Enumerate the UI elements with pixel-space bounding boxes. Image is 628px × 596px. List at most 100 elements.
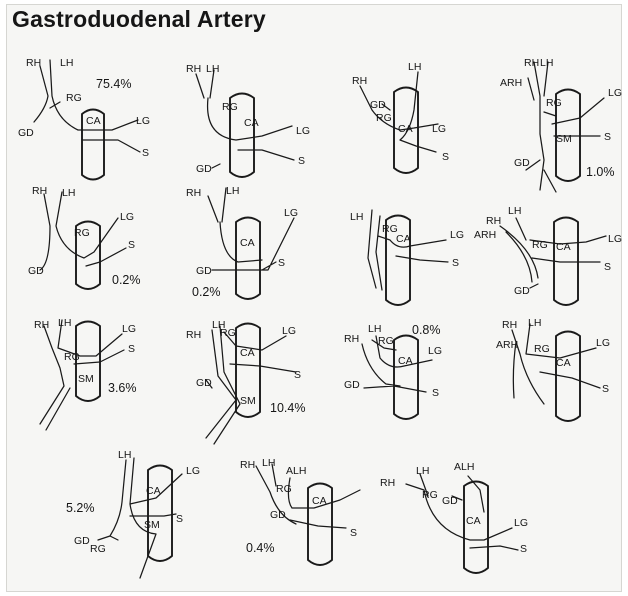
- label: S: [176, 513, 183, 525]
- label: RH: [32, 185, 47, 197]
- label: S: [128, 343, 135, 355]
- label: RG: [546, 97, 562, 109]
- label: GD: [196, 163, 212, 175]
- label: GD: [514, 285, 530, 297]
- label: RH: [186, 63, 201, 75]
- percent: 0.2%: [112, 273, 141, 287]
- label: RH: [240, 459, 255, 471]
- label: GD: [18, 127, 34, 139]
- percent: 0.2%: [192, 285, 221, 299]
- label: CA: [556, 357, 571, 369]
- label: CA: [398, 355, 413, 367]
- label: ARH: [500, 77, 522, 89]
- label: S: [128, 239, 135, 251]
- variant-8: LH RH ARH RG CA LG GD S: [474, 205, 622, 305]
- label: LG: [608, 233, 622, 245]
- percent: 3.6%: [108, 381, 137, 395]
- label: RH: [352, 75, 367, 87]
- label: CA: [240, 237, 255, 249]
- label: ALH: [454, 461, 474, 473]
- label: CA: [244, 117, 259, 129]
- label: RH: [344, 333, 359, 345]
- label: LG: [120, 211, 134, 223]
- variant-10: LH RG RH LG CA S GD SM 10.4%: [186, 319, 305, 444]
- variant-9: RH LH LG S RG SM 3.6%: [34, 317, 137, 430]
- label: LH: [508, 205, 521, 217]
- label: ALH: [286, 465, 306, 477]
- label: RG: [376, 112, 392, 124]
- label: RH: [186, 187, 201, 199]
- label: GD: [514, 157, 530, 169]
- label: LH: [60, 57, 73, 69]
- label: GD: [370, 99, 386, 111]
- label: RH: [26, 57, 41, 69]
- label: GD: [442, 495, 458, 507]
- label: LH: [368, 323, 381, 335]
- percent: 75.4%: [96, 77, 131, 91]
- variant-4: RH LH ARH RG LG SM S GD 1.0%: [500, 57, 622, 192]
- label: CA: [240, 347, 255, 359]
- label: RG: [422, 489, 438, 501]
- label: ARH: [474, 229, 496, 241]
- label: CA: [146, 485, 161, 497]
- label: RH: [502, 319, 517, 331]
- label: GD: [196, 377, 212, 389]
- label: LH: [528, 317, 541, 329]
- label: LG: [450, 229, 464, 241]
- label: S: [142, 147, 149, 159]
- label: S: [452, 257, 459, 269]
- label: RG: [378, 335, 394, 347]
- label: S: [604, 131, 611, 143]
- label: LG: [296, 125, 310, 137]
- label: GD: [270, 509, 286, 521]
- label: S: [432, 387, 439, 399]
- label: GD: [344, 379, 360, 391]
- label: CA: [86, 115, 101, 127]
- label: CA: [398, 123, 413, 135]
- variant-1: RH LH RG CA LG GD S 75.4%: [18, 57, 150, 180]
- percent: 5.2%: [66, 501, 95, 515]
- label: S: [442, 151, 449, 163]
- percent: 0.4%: [246, 541, 275, 555]
- label: S: [298, 155, 305, 167]
- label: RH: [486, 215, 501, 227]
- variant-6: RH LH LG CA GD S 0.2%: [186, 185, 298, 299]
- label: LG: [122, 323, 136, 335]
- label: S: [520, 543, 527, 555]
- label: SM: [556, 133, 572, 145]
- label: RG: [74, 227, 90, 239]
- label: LH: [408, 61, 421, 73]
- percent: 10.4%: [270, 401, 305, 415]
- label: LG: [608, 87, 622, 99]
- label: GD: [28, 265, 44, 277]
- label: GD: [74, 535, 90, 547]
- label: LG: [432, 123, 446, 135]
- label: GD: [196, 265, 212, 277]
- label: S: [294, 369, 301, 381]
- variant-15: RH LH ALH RG GD CA LG S: [380, 461, 528, 573]
- label: SM: [78, 373, 94, 385]
- label: CA: [396, 233, 411, 245]
- label: LH: [62, 187, 75, 199]
- label: S: [602, 383, 609, 395]
- label: RH: [34, 319, 49, 331]
- variant-5: RH LH LG RG S GD 0.2%: [28, 185, 141, 289]
- label: LG: [514, 517, 528, 529]
- label: LG: [284, 207, 298, 219]
- percent: 0.8%: [412, 323, 441, 337]
- variant-12: RH LH ARH RG LG CA S: [496, 317, 610, 421]
- label: LH: [416, 465, 429, 477]
- label: LH: [262, 457, 275, 469]
- label: RG: [222, 101, 238, 113]
- percent: 1.0%: [586, 165, 615, 179]
- label: RG: [532, 239, 548, 251]
- label: LG: [186, 465, 200, 477]
- label: RH: [380, 477, 395, 489]
- label: ARH: [496, 339, 518, 351]
- label: LH: [118, 449, 131, 461]
- variant-3: RH LH GD RG CA LG S: [352, 61, 449, 173]
- label: LH: [58, 317, 71, 329]
- label: CA: [556, 241, 571, 253]
- label: SM: [240, 395, 256, 407]
- label: RG: [66, 92, 82, 104]
